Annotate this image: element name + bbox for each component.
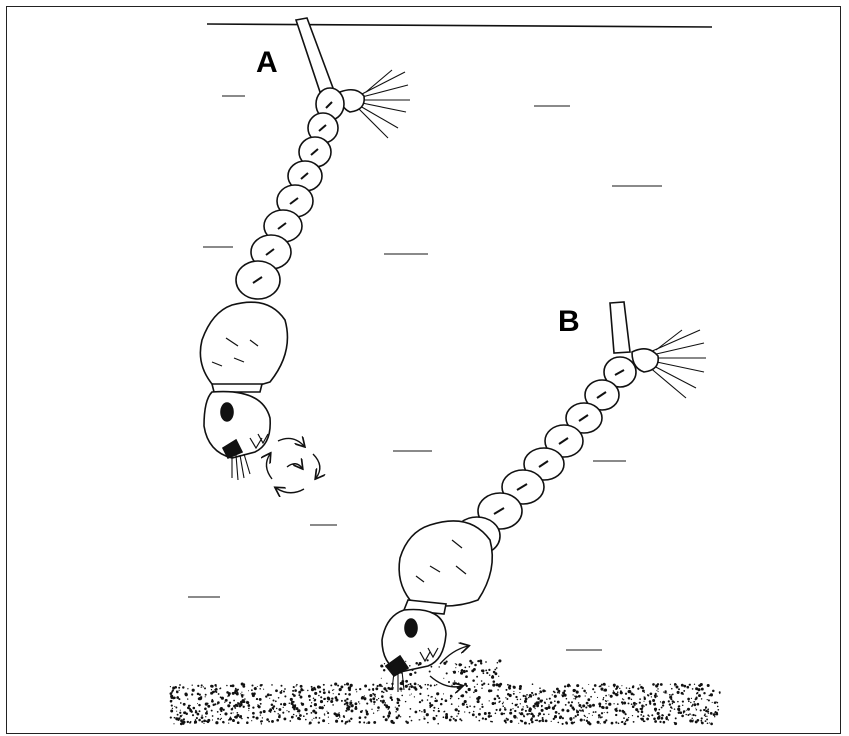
larva-b-eye — [405, 619, 417, 637]
label-a: A — [256, 46, 278, 80]
larva-a-eye — [221, 403, 233, 421]
larva-a-siphon — [296, 18, 333, 92]
larva-b — [382, 302, 706, 692]
larva-b-abdomen — [454, 357, 636, 555]
label-b: B — [558, 305, 580, 339]
water-surface-line — [207, 24, 712, 27]
larva-b-thorax — [399, 521, 492, 606]
larva-b-siphon — [610, 302, 630, 353]
larva-a-feeding-arrows — [266, 438, 319, 492]
larva-a-tail-fan — [358, 70, 410, 138]
sediment-bottom — [170, 659, 721, 725]
larva-a — [200, 18, 410, 480]
larva-a-thorax — [200, 302, 287, 387]
larva-a-abdomen — [236, 88, 344, 299]
